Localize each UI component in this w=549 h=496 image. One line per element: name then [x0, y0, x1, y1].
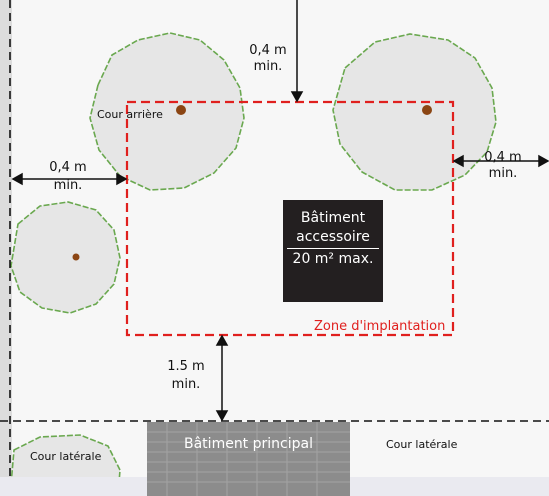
right-setback-distance: 0,4 m	[484, 150, 522, 165]
cour-laterale-right-label: Cour latérale	[386, 438, 458, 451]
front-setback-min: min.	[171, 377, 201, 392]
front-setback-label: 1.5 m min.	[164, 359, 208, 393]
tree-top-right	[332, 33, 497, 191]
left-neighbour-strip	[0, 0, 12, 496]
right-setback-min: min.	[488, 166, 518, 181]
top-setback-min: min.	[253, 59, 283, 74]
front-setback-distance: 1.5 m	[167, 359, 205, 374]
left-setback-label: 0,4 m min.	[43, 160, 93, 194]
left-setback-distance: 0,4 m	[49, 160, 87, 175]
cour-arriere-label: Cour arrière	[97, 108, 163, 121]
right-setback-label: 0,4 m min.	[478, 150, 528, 182]
main-building-texture	[147, 422, 350, 496]
left-setback-min: min.	[53, 178, 83, 193]
top-setback-label: 0,4 m min.	[246, 43, 290, 75]
tree-top-left	[89, 32, 245, 191]
main-building-label: Bâtiment principal	[184, 436, 313, 452]
accessory-area-max: 20 m² max.	[292, 251, 374, 267]
dimension-arrows	[11, 0, 549, 422]
top-setback-distance: 0,4 m	[249, 43, 287, 58]
accessory-divider	[287, 248, 379, 249]
accessory-building: Bâtiment accessoire 20 m² max.	[283, 200, 383, 302]
zone-implantation-outline	[125, 100, 455, 337]
accessory-label-line1: Bâtiment	[300, 210, 366, 226]
zone-implantation-label: Zone d'implantation	[314, 319, 446, 334]
accessory-label-line2: accessoire	[296, 229, 370, 245]
trunk-icon	[176, 105, 186, 115]
trunk-icon	[422, 105, 432, 115]
trunk-icon	[72, 253, 80, 261]
tree-left	[10, 201, 121, 314]
cour-laterale-left-label: Cour latérale	[30, 450, 102, 463]
main-building: Bâtiment principal	[147, 422, 350, 496]
